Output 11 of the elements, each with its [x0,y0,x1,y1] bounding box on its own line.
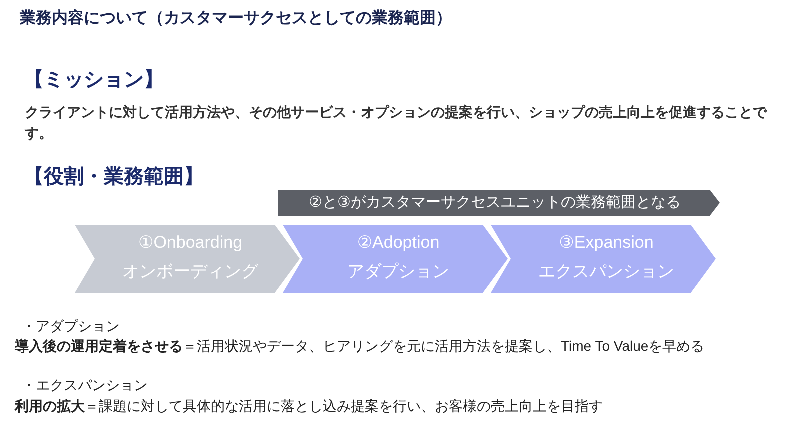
description-text: 利用の拡大＝課題に対して具体的な活用に落とし込み提案を行い、お客様の売上向上を目指す [15,398,603,416]
description-text: 導入後の運用定着をさせる＝活用状況やデータ、ヒアリングを元に活用方法を提案し、Time To Valueを早める [15,338,705,356]
bullet-heading: ・アダプション [22,318,120,336]
chevron-step: ③Expansion エクスパンション [491,225,716,293]
bullet-heading: ・エクスパンション [22,377,148,395]
section-heading: 【役割・業務範囲】 [24,164,204,190]
chevron-step: ②Adoption アダプション [283,225,508,293]
section-heading: 【ミッション】 [24,68,164,93]
chevron-step: ①Onboarding オンボーディング [75,225,300,293]
page-title: 業務内容について（カスタマーサクセスとしての業務範囲） [20,8,452,29]
mission-text: クライアントに対して活用方法や、その他サービス・オプションの提案を行い、ショップの売上向上を促進することです。 [25,103,768,143]
